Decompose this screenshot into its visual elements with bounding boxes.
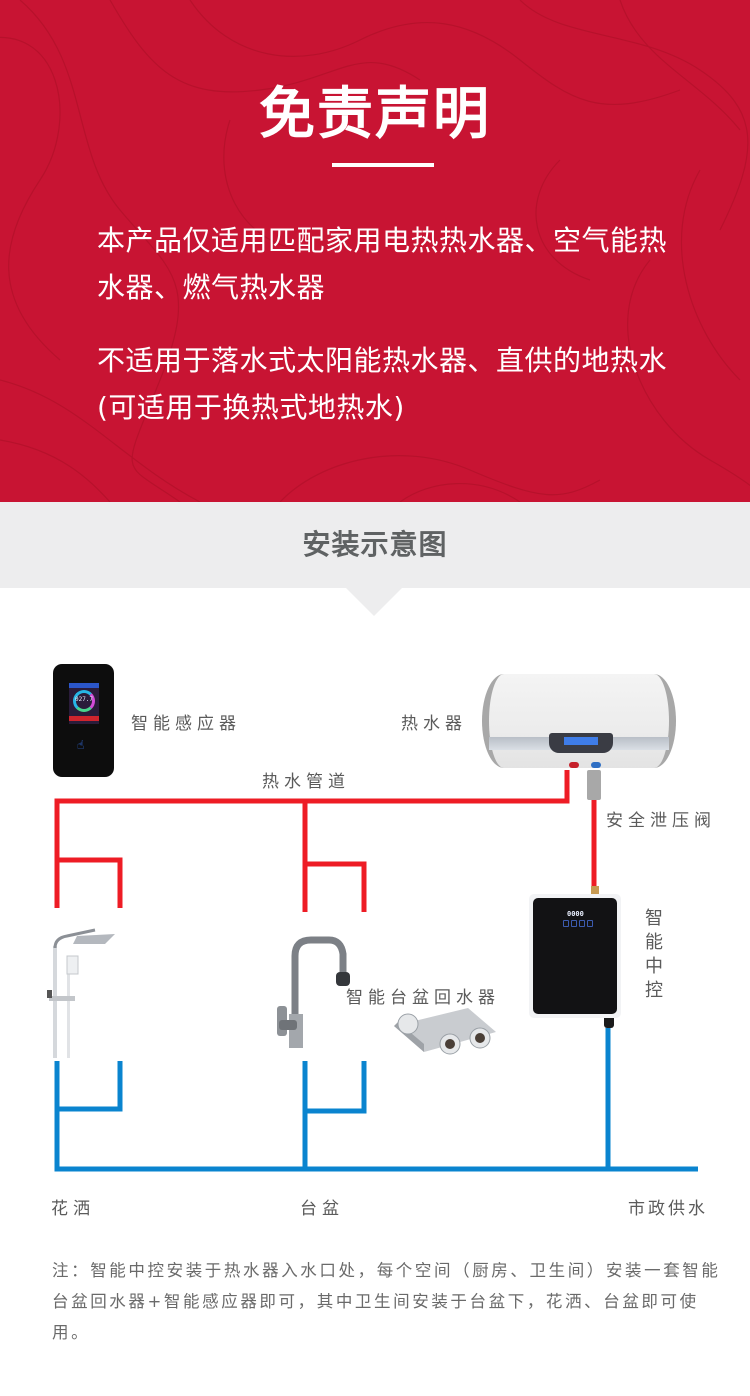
section-title: 安装示意图	[302, 528, 448, 561]
touch-icon: ☝	[77, 738, 85, 752]
label-central-control: 智能中控	[645, 908, 663, 1001]
label-relief-valve: 安全泄压阀	[606, 811, 716, 831]
sensor-temperature-readout: 027.7	[74, 696, 94, 703]
hot-main-pipe	[54, 770, 570, 908]
control-inlet-fitting	[591, 886, 599, 894]
contour-pattern	[0, 0, 750, 502]
shower-icon	[47, 928, 115, 1058]
cold-main-pipe	[54, 1061, 698, 1172]
central-control-icon: 0000	[529, 894, 621, 1018]
installation-note: 注：智能中控安装于热水器入水口处，每个空间（厨房、卫生间）安装一套智能台盆回水器…	[52, 1261, 721, 1342]
sensor-screen: 027.7	[69, 683, 99, 724]
water-heater-icon	[482, 674, 676, 768]
label-municipal-supply: 市政供水	[628, 1199, 708, 1219]
basin-return-device-icon	[394, 1008, 496, 1055]
smart-sensor-icon: 027.7 ☝	[53, 664, 114, 777]
hot-water-pipes	[54, 770, 597, 912]
installation-diagram: 027.7 ☝ 智能感应器 热水器 热水管道 安全泄压阀 0000 智能中控	[0, 616, 750, 1236]
disclaimer-not-applicable: 不适用于落水式太阳能热水器、直供的地热水(可适用于换热式地热水)	[97, 344, 668, 424]
section-pointer	[346, 588, 402, 616]
disclaimer-section: 免责声明 本产品仅适用匹配家用电热热水器、空气能热水器、燃气热水器 不适用于落水…	[0, 0, 750, 502]
cold-water-pipes	[54, 1028, 698, 1172]
cold-basin-branch	[305, 1061, 367, 1114]
title-underline	[332, 163, 434, 167]
label-heater: 热水器	[401, 714, 467, 734]
relief-valve-icon	[587, 770, 601, 800]
label-shower: 花洒	[51, 1199, 95, 1219]
control-outlet-fitting	[604, 1018, 614, 1028]
label-sensor: 智能感应器	[131, 714, 241, 734]
hot-shower-branch	[57, 857, 123, 908]
pipe-network	[54, 770, 698, 1172]
label-basin: 台盆	[300, 1199, 344, 1219]
hot-basin-branch	[305, 861, 367, 912]
disclaimer-title: 免责声明	[259, 82, 491, 147]
label-basin-return: 智能台盆回水器	[346, 988, 500, 1008]
cold-shower-branch	[57, 1061, 123, 1112]
disclaimer-applicable: 本产品仅适用匹配家用电热热水器、空气能热水器、燃气热水器	[97, 224, 668, 304]
section-header: 安装示意图	[0, 502, 750, 588]
label-hot-pipe: 热水管道	[262, 772, 350, 792]
faucet-icon	[277, 936, 350, 1048]
